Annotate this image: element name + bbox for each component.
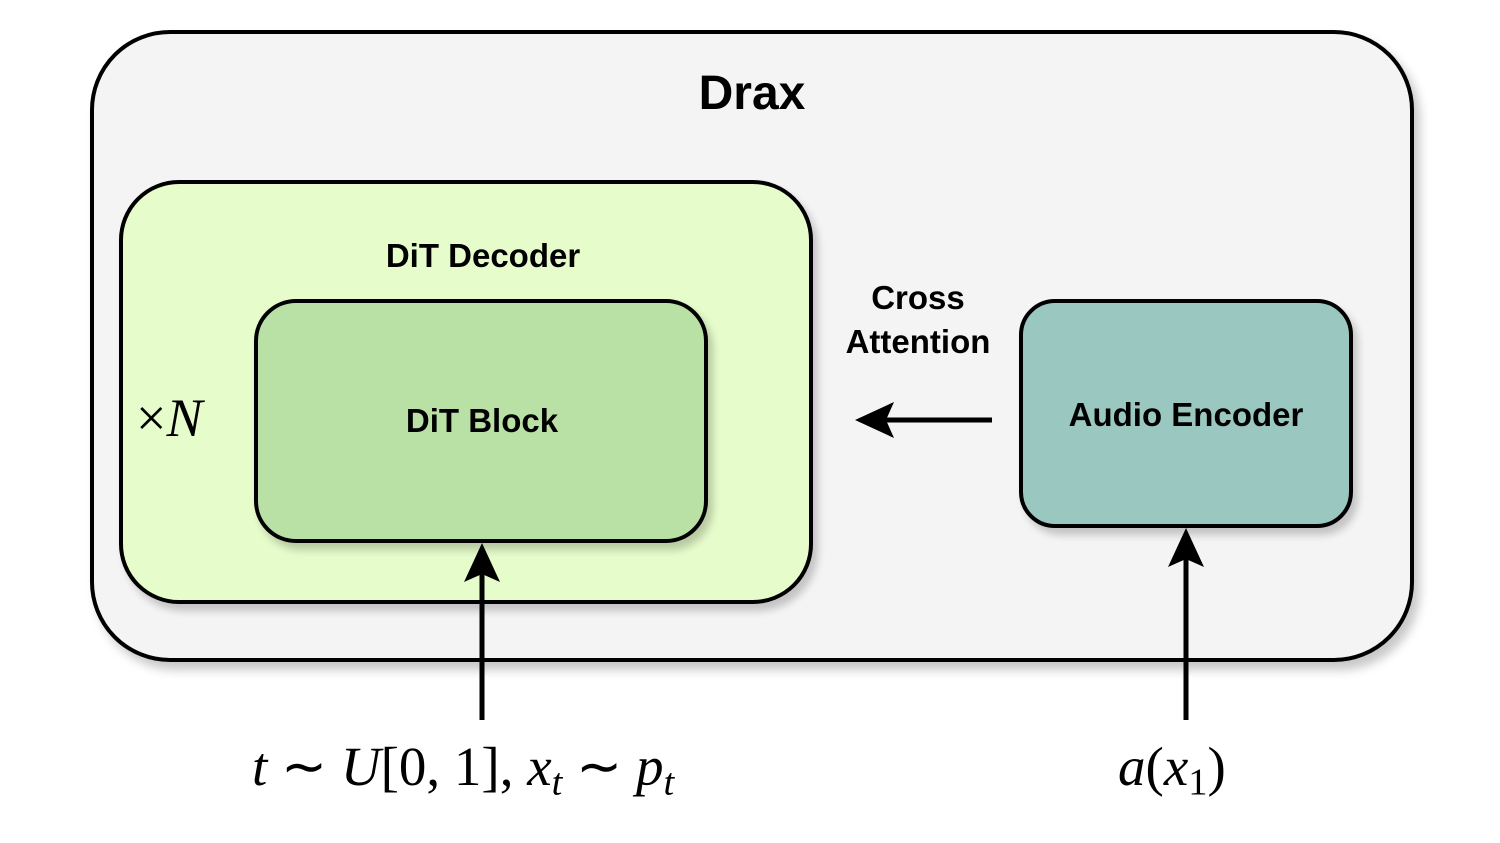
dit-block-label: DiT Block xyxy=(405,402,559,439)
formula-p: p xyxy=(635,736,664,797)
formula-x-subscript: t xyxy=(551,761,563,804)
repeat-n: N xyxy=(166,388,203,448)
formula-a: a xyxy=(1118,736,1146,797)
dit-block-box xyxy=(254,299,708,543)
formula-p-subscript: t xyxy=(663,761,675,804)
formula-interval: [0, 1], xyxy=(380,736,528,797)
times-symbol: × xyxy=(136,388,167,448)
formula-u: U xyxy=(340,736,381,797)
formula-open-paren: ( xyxy=(1145,736,1164,797)
cross-attention-line1: Cross xyxy=(871,279,965,316)
dit-decoder-label: DiT Decoder xyxy=(385,237,581,274)
audio-encoder-label: Audio Encoder xyxy=(1068,396,1304,433)
formula-x1-subscript: 1 xyxy=(1188,761,1208,804)
formula-close-paren: ) xyxy=(1207,736,1226,797)
formula-x: x xyxy=(527,736,552,797)
audio-encoder-box xyxy=(1019,299,1353,528)
formula-x1: x xyxy=(1163,736,1189,797)
formula-sim-2: ∼ xyxy=(562,736,636,797)
repeat-count-label: ×N xyxy=(136,386,203,450)
drax-title: Drax xyxy=(698,67,806,120)
formula-sim-1: ∼ xyxy=(267,736,341,797)
decoder-input-formula: t ∼ U[0, 1], xt ∼ pt xyxy=(252,732,674,802)
encoder-input-formula: a(x1) xyxy=(1118,732,1226,802)
cross-attention-line2: Attention xyxy=(845,323,991,360)
formula-t: t xyxy=(252,736,268,797)
